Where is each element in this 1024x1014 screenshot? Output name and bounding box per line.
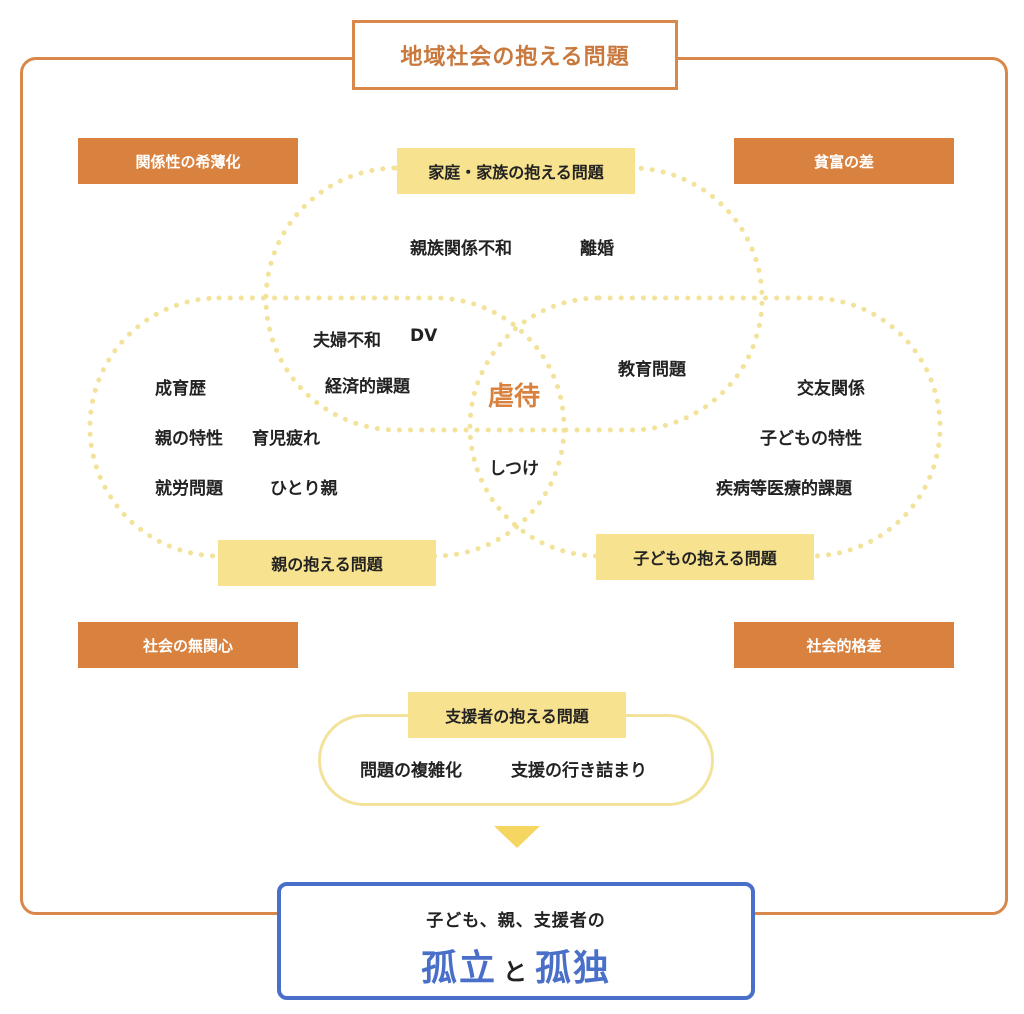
parent-item: ひとり親 <box>270 479 338 499</box>
parent-item: 成育歴 <box>155 379 206 399</box>
family-item: 離婚 <box>580 239 614 259</box>
result-box: 子ども、親、支援者の 孤立と孤独 <box>277 882 755 1000</box>
parent-item: 親の特性 <box>155 429 223 449</box>
overlap-item: しつけ <box>489 459 539 479</box>
child-item: 疾病等医療的課題 <box>716 479 852 499</box>
result-conjunction: と <box>503 958 529 986</box>
overlap-item: DV <box>410 326 438 346</box>
main-title: 地域社会の抱える問題 <box>352 20 678 90</box>
center-abuse: 虐待 <box>488 382 541 412</box>
child-item: 子どもの特性 <box>760 429 862 449</box>
tag-social-disparity: 社会的格差 <box>734 622 954 668</box>
family-problems-label: 家庭・家族の抱える問題 <box>397 148 635 194</box>
parent-item: 就労問題 <box>155 479 223 499</box>
result-subtitle: 子ども、親、支援者の <box>426 911 606 931</box>
child-circle <box>467 295 943 559</box>
tag-wealth-gap: 貧富の差 <box>734 138 954 184</box>
child-problems-label: 子どもの抱える問題 <box>596 534 814 580</box>
overlap-item: 教育問題 <box>618 360 686 380</box>
result-word-loneliness: 孤独 <box>535 948 612 989</box>
child-item: 交友関係 <box>797 379 865 399</box>
overlap-item: 夫婦不和 <box>313 331 381 351</box>
family-item: 親族関係不和 <box>410 239 512 259</box>
supporter-problems-label: 支援者の抱える問題 <box>408 692 626 738</box>
tag-weakened-relationships: 関係性の希薄化 <box>78 138 298 184</box>
overlap-item: 経済的課題 <box>325 377 410 397</box>
tag-social-indifference: 社会の無関心 <box>78 622 298 668</box>
parent-problems-label: 親の抱える問題 <box>218 540 436 586</box>
supporter-item: 支援の行き詰まり <box>511 761 647 781</box>
result-word-isolation: 孤立 <box>420 948 497 989</box>
result-heading: 孤立と孤独 <box>281 939 751 991</box>
parent-item: 育児疲れ <box>252 429 320 449</box>
supporter-item: 問題の複雑化 <box>360 761 462 781</box>
down-arrow-icon <box>494 826 540 848</box>
